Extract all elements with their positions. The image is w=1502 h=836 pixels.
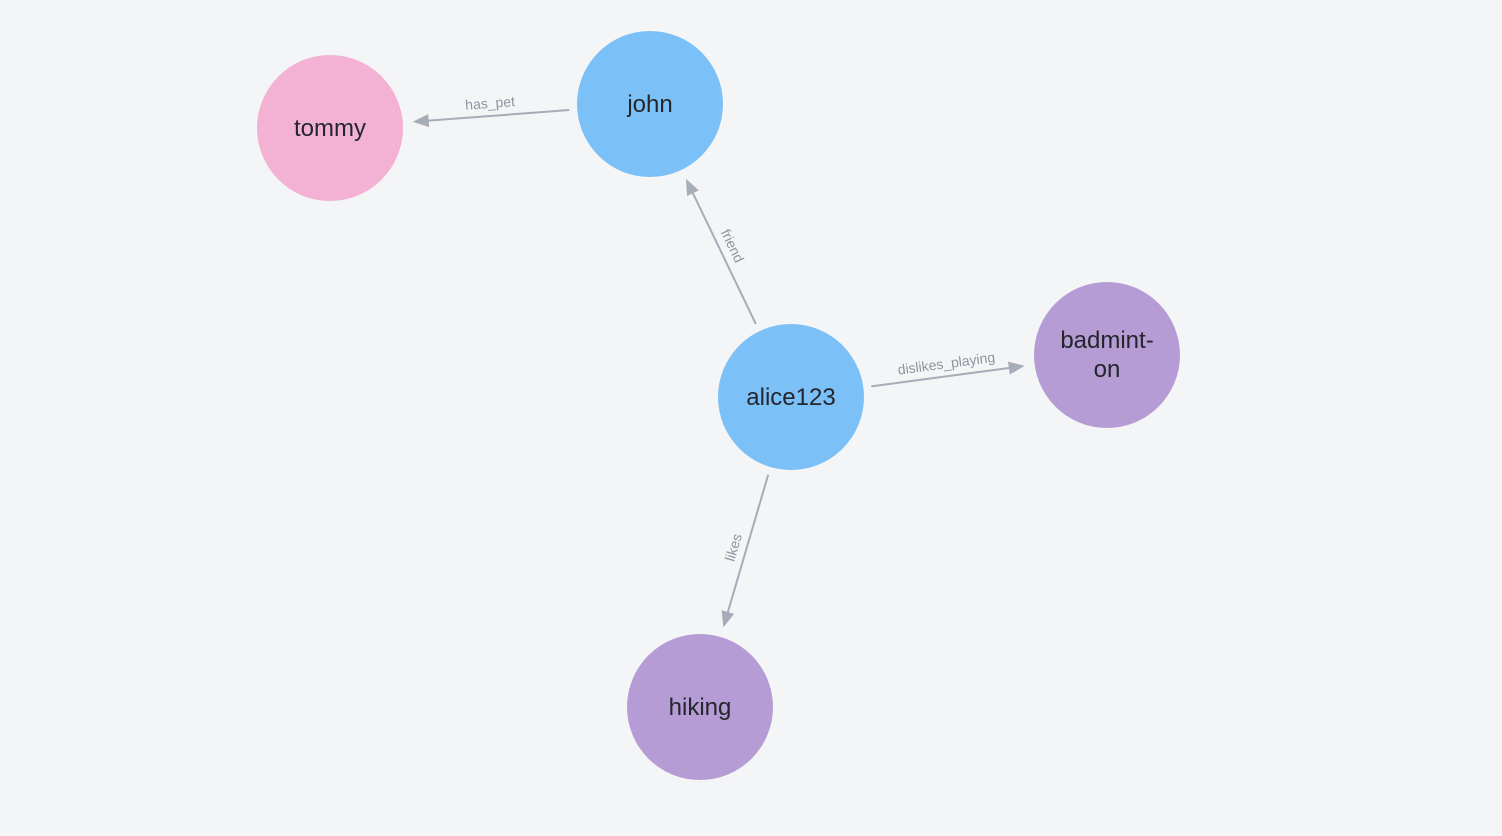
edge-has_pet[interactable]: has_pet [412, 93, 570, 128]
edge-likes[interactable]: likes [721, 474, 770, 628]
edge-arrowhead [1008, 361, 1025, 375]
edge-line[interactable] [871, 366, 1011, 388]
edge-line[interactable] [426, 109, 570, 122]
edge-line[interactable] [691, 190, 757, 325]
node-label: on [1093, 356, 1121, 383]
node-hiking[interactable]: hiking [627, 634, 773, 780]
node-label: john [627, 90, 673, 118]
edge-label[interactable]: likes [722, 532, 745, 563]
node-label: hiking [668, 693, 732, 721]
edge-arrowhead [721, 610, 735, 628]
node-alice123[interactable]: alice123 [718, 324, 864, 470]
node-label: tommy [294, 114, 366, 142]
edge-friend[interactable]: friend [685, 178, 757, 325]
edge-dislikes_playing[interactable]: dislikes_playing [871, 349, 1025, 388]
node-label: badmint- [1060, 327, 1154, 354]
edge-line[interactable] [726, 474, 770, 615]
node-john[interactable]: john [577, 31, 723, 177]
edge-label[interactable]: has_pet [465, 93, 516, 113]
node-label: alice123 [746, 383, 836, 411]
edge-arrowhead [685, 178, 699, 197]
edge-label[interactable]: friend [718, 227, 748, 266]
edge-arrowhead [412, 114, 430, 128]
edge-label[interactable]: dislikes_playing [897, 349, 996, 378]
node-badminton[interactable]: badmint-on [1034, 282, 1180, 428]
node-tommy[interactable]: tommy [257, 55, 403, 201]
